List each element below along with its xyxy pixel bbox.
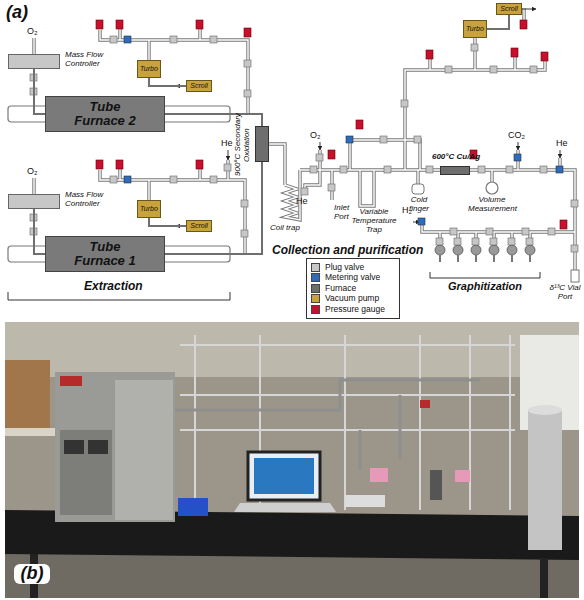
legend-row: Plug valve [311,262,395,273]
copper-furnace: 600°C Cu/Ag [440,166,470,175]
legend-swatch [311,273,320,282]
legend-swatch [311,263,320,272]
section-label: Extraction [84,280,174,293]
legend-swatch [311,284,320,293]
node-label: Scroll [190,82,208,90]
legend-row: Metering valve [311,273,395,284]
lab-photo [5,322,579,598]
legend-text: Vacuum pump [325,294,379,303]
pipe-connector [487,15,509,29]
annotation: He [556,139,576,149]
pipe-connector [165,114,262,126]
legend-row: Furnace [311,283,395,294]
annotation: O₂ [27,27,47,37]
vacuum-pump: Scroll [186,80,212,92]
tube-furnace: Tube Furnace 2 [45,96,165,132]
node-label: Tube Furnace 2 [65,100,145,129]
pipe-connector [149,218,186,226]
legend-row: Vacuum pump [311,294,395,305]
node-label: Scroll [500,5,518,13]
section-label: (b) [14,564,50,584]
node-label: Scroll [190,222,208,230]
node-label: Mass Flow Controller [65,51,123,69]
node-label: Turbo [140,65,158,73]
vacuum-pump: Scroll [186,220,212,232]
pipe-connector [34,69,45,114]
node-label: Tube Furnace 1 [65,240,145,269]
legend-text: Metering valve [325,273,380,282]
flow-controller: Mass Flow Controller [8,194,60,209]
legend-row: Pressure gauge [311,304,395,315]
annotation: Variable Temperature Trap [348,208,400,234]
annotation: H₂ [402,206,418,216]
oxidation-furnace: 900°C Secondary Oxidation [255,126,269,162]
vacuum-pump: Turbo [137,60,161,78]
vacuum-pump: Turbo [137,200,161,218]
legend-box: Plug valveMetering valveFurnaceVacuum pu… [306,258,400,319]
tube-furnace: Tube Furnace 1 [45,236,165,272]
pipe-connector [165,162,262,254]
node-label: Mass Flow Controller [65,191,123,209]
section-label: Graphitization [448,280,538,292]
annotation: CO₂ [508,131,530,141]
node-label: 600°C Cu/Ag [431,153,481,162]
node-label: Turbo [466,25,484,33]
legend-text: Furnace [325,284,356,293]
node-label: 900°C Secondary Oxidation [234,109,252,181]
annotation: Coil trap [270,224,300,233]
node-label: Turbo [140,205,158,213]
legend-text: Pressure gauge [325,305,385,314]
pipe-connector [149,78,186,86]
annotation: δ¹³C Vial Port [548,284,582,302]
section-label: Collection and purification [272,244,442,257]
annotation: O₂ [310,131,330,141]
legend-swatch [311,305,320,314]
annotation: O₂ [27,167,47,177]
legend-swatch [311,294,320,303]
legend-text: Plug valve [325,263,364,272]
pipe-connector [34,209,45,254]
annotation: Volume Measurement [468,196,516,214]
flow-controller: Mass Flow Controller [8,54,60,69]
vacuum-pump: Scroll [496,3,522,15]
annotation: He [296,197,314,207]
vacuum-pump: Turbo [463,20,487,38]
section-label: (a) [6,3,46,23]
annotation: He [221,139,241,149]
